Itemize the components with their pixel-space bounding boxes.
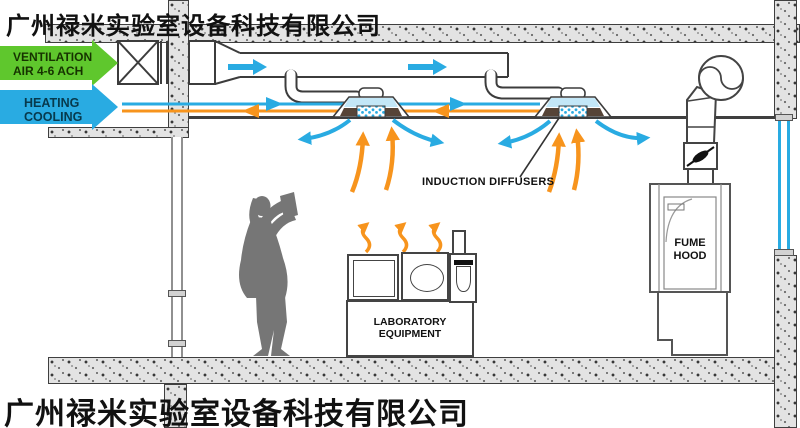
induction-diffuser: [331, 87, 411, 118]
induction-diffusers-label: INDUCTION DIFFUSERS: [422, 176, 555, 188]
diffuser-branch-duct: [284, 69, 565, 104]
pipe-coupling: [168, 340, 186, 347]
pipe-supply-arrow: [266, 97, 283, 111]
laboratory-label-line1: LABORATORY: [373, 316, 447, 328]
company-name-bottom: 广州禄米实验室设备科技有限公司: [4, 398, 469, 428]
drain-pipe: [171, 137, 183, 357]
soffit: [48, 127, 189, 138]
window-glazing: [778, 120, 790, 253]
equipment-analyzer-chimney: [452, 230, 466, 255]
hood-base-cabinet: [657, 291, 728, 356]
ventilation-air-label: VENTILATION AIR 4-6 ACH: [13, 50, 93, 78]
heating-cooling-arrow: [0, 84, 118, 130]
induction-diffuser: [533, 87, 613, 118]
fume-hood-cabinet: [649, 183, 731, 356]
suspended-ceiling-line: [188, 116, 775, 119]
supply-air-arrow: [0, 40, 118, 86]
hood-collar: [687, 168, 714, 186]
equipment-box-right: [401, 252, 449, 301]
fume-hood-label: FUME HOOD: [673, 237, 707, 262]
heat-wavy-arrow: [357, 222, 443, 254]
diffuser-discharge-arrow: [297, 118, 651, 149]
supply-duct: [117, 40, 509, 85]
window-frame-bottom: [774, 249, 794, 256]
floor-slab: [48, 357, 775, 384]
column-below-floor: [164, 384, 187, 428]
person-silhouette: [239, 192, 298, 356]
analyzer-dark-band: [454, 260, 473, 265]
duct-airflow-arrow: [228, 59, 447, 75]
pipe-supply-arrow: [450, 97, 467, 111]
pipe-coupling: [168, 290, 186, 297]
thermal-plume-arrow: [349, 126, 586, 193]
equipment-box-left: [347, 254, 399, 301]
company-name-top: 广州禄米实验室设备科技有限公司: [6, 13, 381, 40]
pipe-return-arrow: [432, 104, 449, 118]
label-leader-line: [519, 117, 560, 178]
window-frame-top: [775, 114, 793, 121]
equipment-analyzer-body: [449, 253, 477, 303]
ceiling-slab: [45, 24, 800, 43]
equipment-bench: LABORATORY EQUIPMENT: [346, 300, 474, 357]
pipe-return-arrow: [242, 104, 259, 118]
heating-cooling-pipes: [122, 97, 540, 118]
fume-hood-exhaust-duct: [683, 55, 744, 186]
analyzer-jar: [456, 266, 471, 292]
laboratory-label-line2: EQUIPMENT: [378, 328, 442, 340]
heating-cooling-label: HEATING COOLING: [24, 96, 83, 124]
